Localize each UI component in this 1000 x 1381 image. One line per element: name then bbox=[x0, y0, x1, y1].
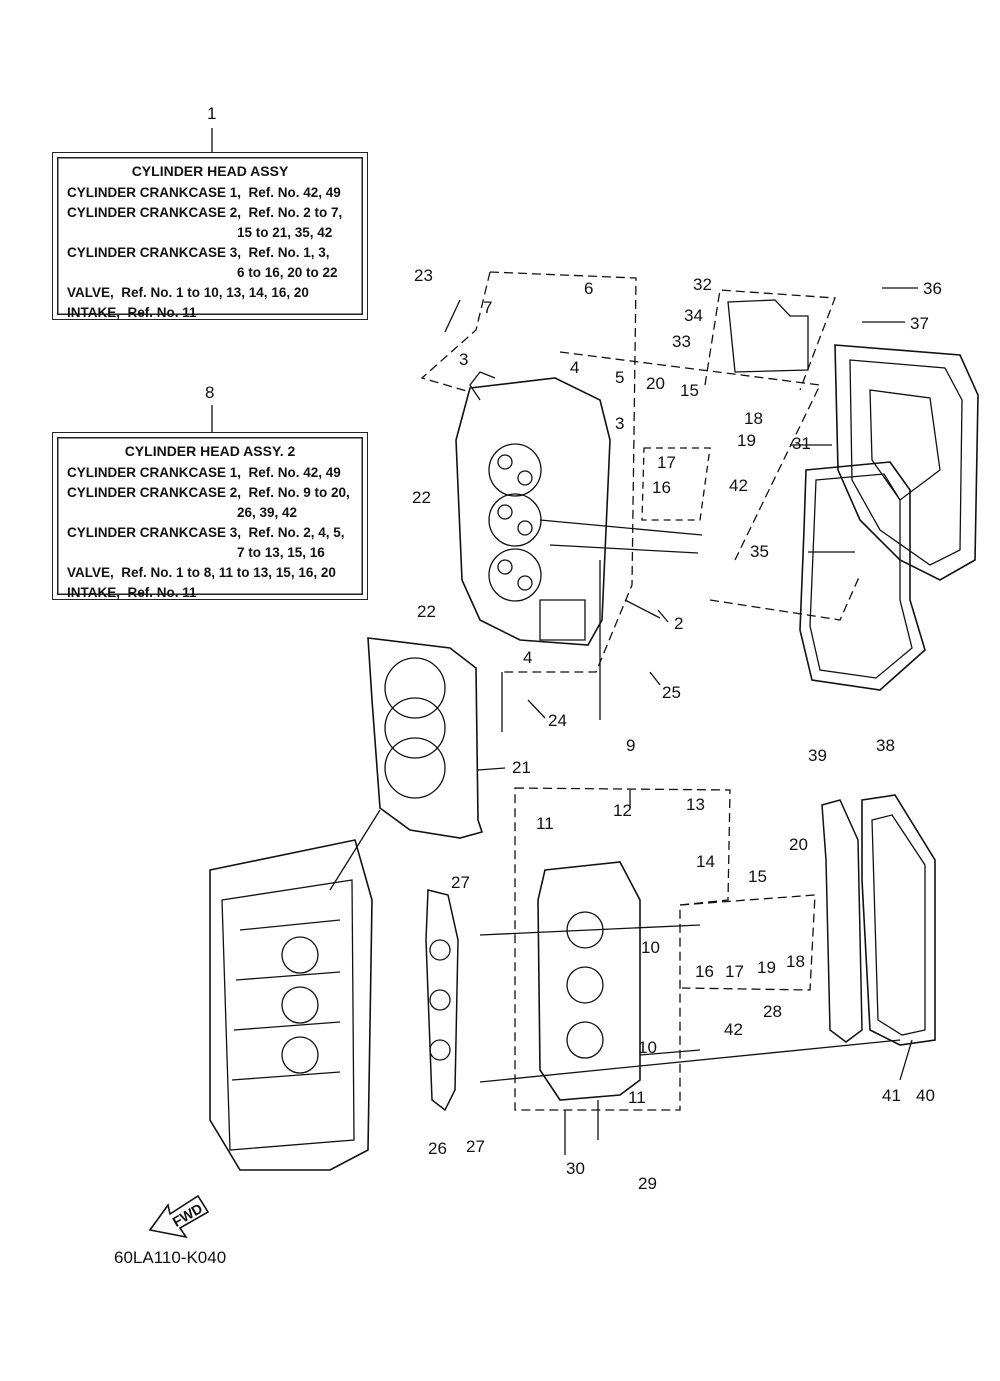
callout: 33 bbox=[672, 332, 691, 351]
callout: 40 bbox=[916, 1086, 935, 1105]
callout: 17 bbox=[725, 962, 744, 981]
callout: 36 bbox=[923, 279, 942, 298]
callout: 16 bbox=[652, 478, 671, 497]
callout: 10 bbox=[638, 1038, 657, 1057]
box-line: CYLINDER CRANKCASE 2, Ref. No. 2 to 7, bbox=[67, 205, 343, 220]
callout: 20 bbox=[646, 374, 665, 393]
callout: 5 bbox=[615, 368, 625, 387]
callout: 11 bbox=[628, 1088, 646, 1107]
fwd-label: FWD bbox=[170, 1200, 206, 1230]
box-line: INTAKE, Ref. No. 11 bbox=[67, 305, 197, 320]
callout: 38 bbox=[876, 736, 895, 755]
box-line: CYLINDER CRANKCASE 2, Ref. No. 9 to 20, bbox=[67, 485, 350, 500]
box-line: CYLINDER CRANKCASE 3, Ref. No. 1, 3, bbox=[67, 245, 330, 260]
callout: 27 bbox=[466, 1137, 485, 1156]
callout: 3 bbox=[459, 350, 469, 369]
callout: 42 bbox=[724, 1020, 743, 1039]
callout: 42 bbox=[729, 476, 748, 495]
box-line: 15 to 21, 35, 42 bbox=[237, 225, 333, 240]
callout: 7 bbox=[483, 298, 493, 317]
callout: 17 bbox=[657, 453, 676, 472]
callout: 15 bbox=[748, 867, 767, 886]
callout: 4 bbox=[523, 648, 533, 667]
callout: 27 bbox=[451, 873, 470, 892]
callout: 2 bbox=[674, 614, 684, 633]
callout: 15 bbox=[680, 381, 699, 400]
box2-ref: 8 bbox=[205, 383, 215, 402]
callout: 28 bbox=[763, 1002, 782, 1021]
drawing-code: 60LA110-K040 bbox=[114, 1248, 227, 1267]
callout: 18 bbox=[786, 952, 805, 971]
box-title: CYLINDER HEAD ASSY bbox=[131, 163, 289, 179]
box-line: VALVE, Ref. No. 1 to 8, 11 to 13, 15, 16… bbox=[67, 565, 336, 580]
callout: 39 bbox=[808, 746, 827, 765]
box-title: CYLINDER HEAD ASSY. 2 bbox=[124, 443, 296, 459]
callout: 14 bbox=[696, 852, 715, 871]
box-line: 7 to 13, 15, 16 bbox=[237, 545, 325, 560]
callout: 6 bbox=[584, 279, 594, 298]
box-line: CYLINDER CRANKCASE 3, Ref. No. 2, 4, 5, bbox=[67, 525, 345, 540]
callout: 41 bbox=[882, 1086, 901, 1105]
callout: 29 bbox=[638, 1174, 657, 1193]
callout: 22 bbox=[417, 602, 436, 621]
callout: 31 bbox=[792, 434, 811, 453]
callout: 23 bbox=[414, 266, 433, 285]
box-line: 26, 39, 42 bbox=[237, 505, 298, 520]
callout: 10 bbox=[641, 938, 660, 957]
callout: 18 bbox=[744, 409, 763, 428]
callout: 11 bbox=[536, 814, 554, 833]
callout: 32 bbox=[693, 275, 712, 294]
box-line: INTAKE, Ref. No. 11 bbox=[67, 585, 197, 600]
callout: 21 bbox=[512, 758, 531, 777]
callout: 37 bbox=[910, 314, 929, 333]
box1-ref: 1 bbox=[207, 104, 217, 123]
callout: 30 bbox=[566, 1159, 585, 1178]
callout: 19 bbox=[757, 958, 776, 977]
callout: 9 bbox=[626, 736, 636, 755]
box-line: CYLINDER CRANKCASE 1, Ref. No. 42, 49 bbox=[67, 185, 341, 200]
callout: 25 bbox=[662, 683, 681, 702]
callout: 19 bbox=[737, 431, 756, 450]
box-line: CYLINDER CRANKCASE 1, Ref. No. 42, 49 bbox=[67, 465, 341, 480]
callout: 22 bbox=[412, 488, 431, 507]
callout: 20 bbox=[789, 835, 808, 854]
callout: 4 bbox=[570, 358, 580, 377]
callout: 34 bbox=[684, 306, 703, 325]
callout: 13 bbox=[686, 795, 705, 814]
box-line: VALVE, Ref. No. 1 to 10, 13, 14, 16, 20 bbox=[67, 285, 309, 300]
callout: 16 bbox=[695, 962, 714, 981]
callout: 35 bbox=[750, 542, 769, 561]
cylinder-head-assy-2-box: CYLINDER HEAD ASSY. 2 CYLINDER CRANKCASE… bbox=[52, 432, 368, 600]
box-line: 6 to 16, 20 to 22 bbox=[237, 265, 338, 280]
callout: 24 bbox=[548, 711, 567, 730]
callout: 12 bbox=[613, 801, 632, 820]
callout: 26 bbox=[428, 1139, 447, 1158]
cylinder-head-assy-box: CYLINDER HEAD ASSY CYLINDER CRANKCASE 1,… bbox=[52, 152, 368, 320]
callout: 3 bbox=[615, 414, 625, 433]
